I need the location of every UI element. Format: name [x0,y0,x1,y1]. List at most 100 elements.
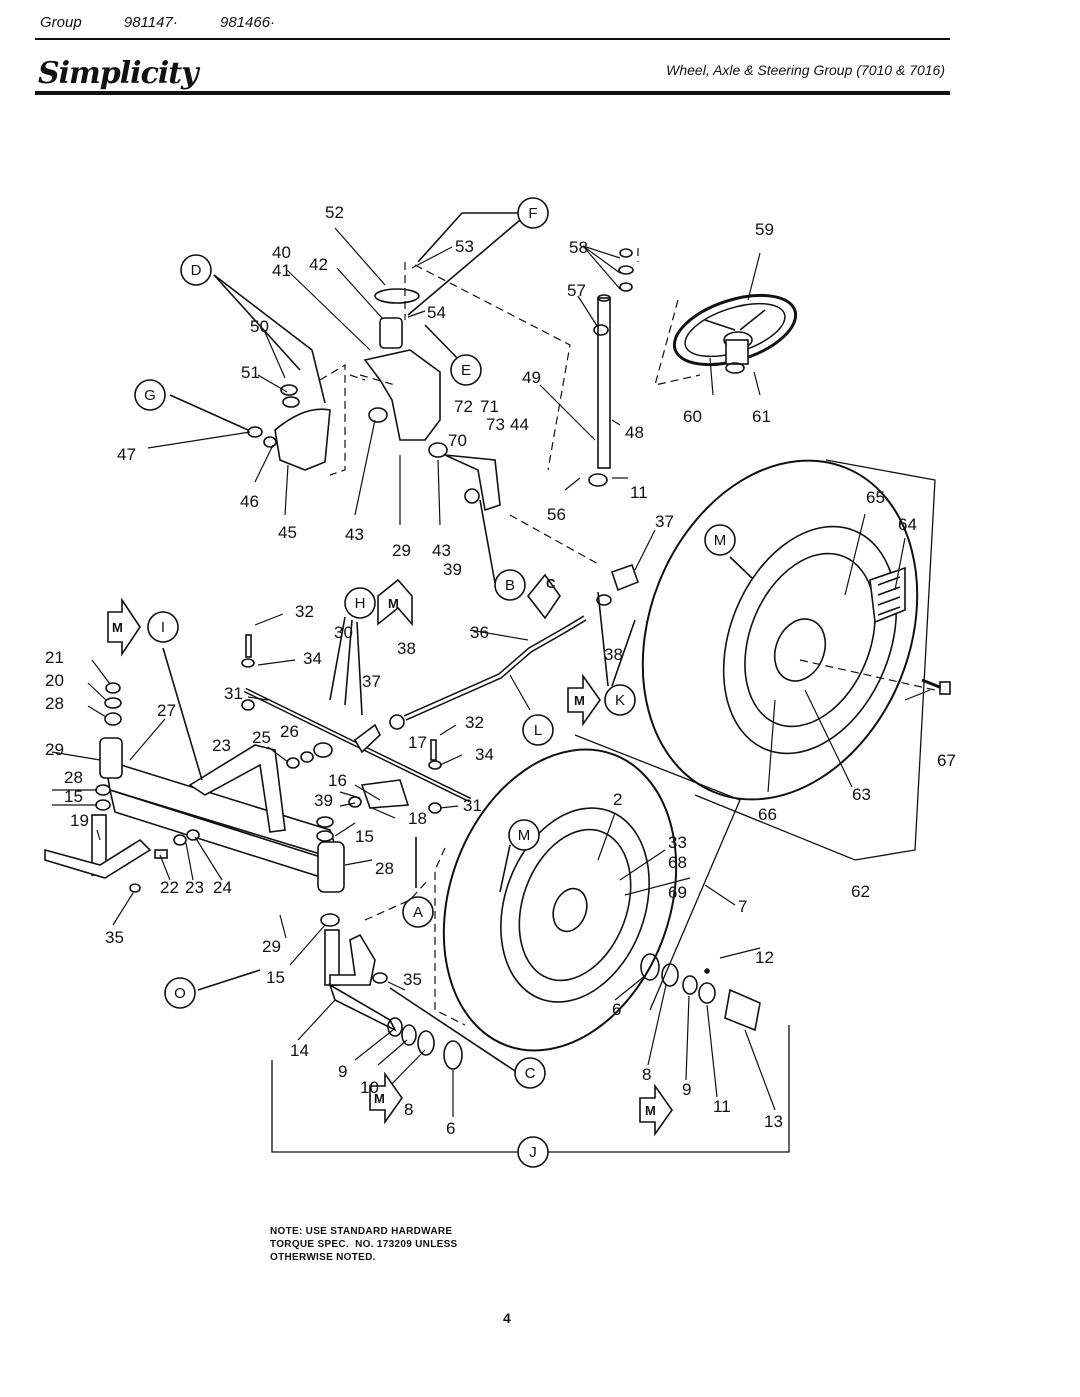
part-label: 47 [117,445,136,464]
part-label: 7 [738,897,747,916]
part-label: 71 [480,397,499,416]
leader-lines [51,227,931,1117]
part-label: 66 [758,805,777,824]
part-label: 8 [642,1065,651,1084]
callout-i: I [161,619,165,636]
group-number-2: 981466· [219,14,276,31]
part-label: 10 [360,1078,379,1097]
part-label: 33 [668,833,687,852]
part-label: 15 [64,787,83,806]
part-label: 17 [408,733,427,752]
part-label: 28 [64,768,83,787]
part-label: 30 [334,623,353,642]
callout-m-front: M [518,827,531,844]
exploded-parts-diagram: M M C M M M F D E G H I K L B M M A O C … [44,197,956,1168]
page-number: 4 [503,1310,511,1326]
part-label: 28 [45,694,64,713]
part-label: 31 [463,796,482,815]
hardware-note: NOTE: USE STANDARD HARDWARE TORQUE SPEC.… [270,1225,458,1264]
part-label: 34 [303,649,322,668]
part-label: 32 [295,602,314,621]
svg-text:M: M [112,620,123,635]
svg-text:C: C [546,576,556,591]
part-label: 14 [290,1041,309,1060]
callout-b: B [505,577,515,594]
svg-text:M: M [574,693,585,708]
part-label: 43 [432,541,451,560]
part-label: 58 [569,238,588,257]
part-label: 29 [45,740,64,759]
brand-logo: Simplicity [38,56,199,91]
rear-wheel-bolt [921,678,951,695]
part-label: 39 [443,560,462,579]
note-line-2: TORQUE SPEC. NO. 173209 UNLESS [270,1239,458,1250]
part-label: 23 [185,878,204,897]
part-label: 39 [314,791,333,810]
part-label: 16 [328,771,347,790]
part-label: 54 [427,303,446,322]
part-label: 57 [567,281,586,300]
part-label: 73 [486,415,505,434]
part-label: 26 [280,722,299,741]
part-label: 45 [278,523,297,542]
note-line-1: NOTE: USE STANDARD HARDWARE [270,1226,453,1237]
part-label: 41 [272,261,291,280]
part-label: 18 [408,809,427,828]
part-label: 72 [454,397,473,416]
part-label: 29 [262,937,281,956]
part-label: 11 [630,483,648,502]
front-hub-parts [387,953,761,1070]
part-label: 62 [851,882,870,901]
callout-k: K [615,692,625,709]
part-label: 60 [683,407,702,426]
section-title: Wheel, Axle & Steering Group (7010 & 701… [666,62,945,78]
part-label: 25 [252,728,271,747]
part-label: 61 [752,407,771,426]
svg-text:M: M [374,1091,385,1106]
part-label: 37 [655,512,674,531]
callout-arrows [162,212,753,1072]
part-label: 15 [355,827,374,846]
note-line-3: OTHERWISE NOTED. [270,1252,376,1263]
drag-link [389,563,640,730]
left-spindle [44,814,152,879]
part-label: 15 [266,968,285,987]
part-label: 40 [272,243,291,262]
part-label: 28 [375,859,394,878]
part-label: 69 [668,883,687,902]
part-label: 64 [898,515,917,534]
part-label: 31 [224,684,243,703]
part-label: 53 [455,237,474,256]
part-label: 46 [240,492,259,511]
part-label: 68 [668,853,687,872]
steering-gear-bracket [363,288,501,512]
header-rule-thick [35,91,950,95]
part-label: 6 [612,1000,621,1019]
part-number-labels: 52 53 40 41 42 54 50 51 47 46 45 43 29 4… [45,203,956,1138]
tie-rod [243,687,472,809]
callout-c: C [525,1065,536,1082]
part-label: 21 [45,648,64,667]
right-spindle [324,929,397,1032]
part-label: 67 [937,751,956,770]
part-label: 56 [547,505,566,524]
svg-text:M: M [645,1103,656,1118]
part-label: 51 [241,363,260,382]
front-axle [99,737,345,893]
front-wheel [442,748,678,1052]
callout-o: O [174,985,186,1002]
dashed-guides [319,248,936,1026]
callout-j: J [529,1144,537,1161]
part-label: 36 [470,623,489,642]
group-number-1: 981147· [123,14,178,31]
part-label: 9 [338,1062,347,1081]
group-label: Group [40,14,82,31]
callout-circles [134,197,736,1168]
callout-d: D [191,262,202,279]
part-label: 48 [625,423,644,442]
svg-text:M: M [388,596,399,611]
part-label: 6 [446,1119,455,1138]
part-label: 63 [852,785,871,804]
part-label: 49 [522,368,541,387]
callout-h: H [355,595,366,612]
